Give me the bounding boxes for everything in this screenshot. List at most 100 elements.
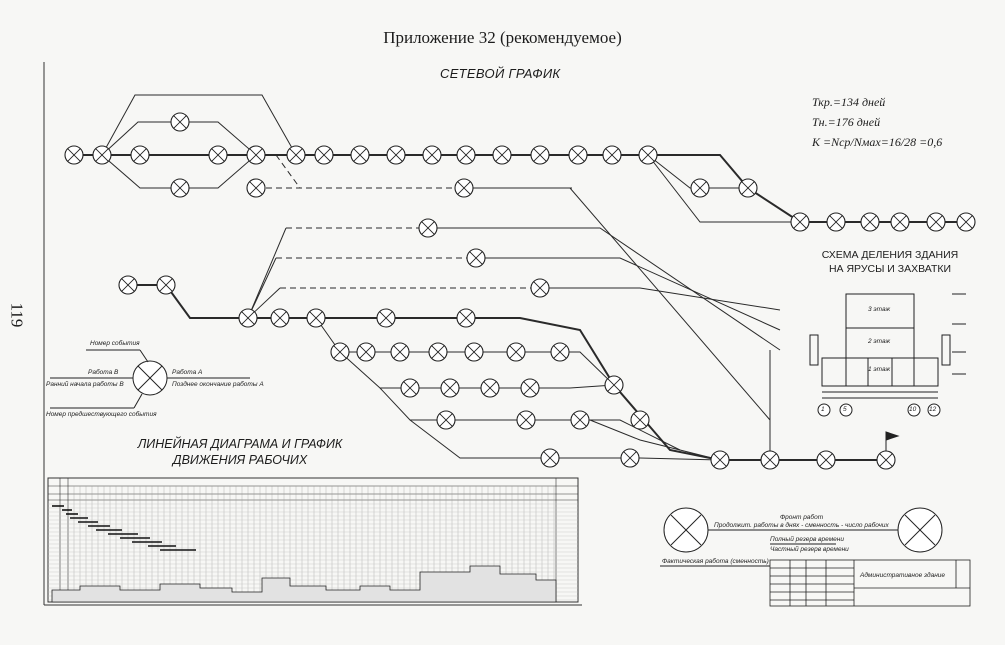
event-node bbox=[790, 212, 810, 232]
event-node bbox=[454, 178, 474, 198]
axis-label: 1 bbox=[821, 406, 825, 413]
event-node bbox=[306, 308, 326, 328]
event-node bbox=[520, 378, 540, 398]
event-node bbox=[738, 178, 758, 198]
event-node bbox=[428, 342, 448, 362]
drawing-frame bbox=[43, 62, 582, 606]
event-node bbox=[390, 342, 410, 362]
legend-event-number: Номер события bbox=[90, 340, 140, 347]
event-node bbox=[376, 308, 396, 328]
network-parameters: Ткр.=134 дней Тн.=176 дней К =Nср/Nмах=1… bbox=[812, 92, 942, 152]
event-node bbox=[516, 410, 536, 430]
event-node bbox=[64, 145, 84, 165]
legend-event-diagram bbox=[50, 349, 250, 409]
workers-histogram bbox=[51, 565, 557, 603]
linear-title-line1: ЛИНЕЙНАЯ ДИАГРАМА И ГРАФИК bbox=[137, 437, 343, 451]
linear-diagram-title: ЛИНЕЙНАЯ ДИАГРАМА И ГРАФИК ДВИЖЕНИЯ РАБО… bbox=[110, 436, 370, 468]
stamp-building: Административное здание bbox=[860, 572, 946, 579]
event-node bbox=[170, 112, 190, 132]
actual-work-label: Фактическая работа (сменность) bbox=[662, 558, 769, 565]
event-node bbox=[156, 275, 176, 295]
legend-work-a: Работа А bbox=[172, 369, 203, 376]
event-node bbox=[860, 212, 880, 232]
event-node bbox=[604, 375, 624, 395]
linear-bars bbox=[52, 505, 196, 551]
event-node bbox=[956, 212, 976, 232]
scheme-title-line1: СХЕМА ДЕЛЕНИЯ ЗДАНИЯ bbox=[821, 249, 959, 261]
event-node bbox=[246, 178, 266, 198]
finish-flag-icon bbox=[885, 431, 900, 451]
floor-2-label: 2 этаж bbox=[868, 338, 891, 345]
event-node bbox=[530, 145, 550, 165]
event-node bbox=[208, 145, 228, 165]
network-edges bbox=[74, 94, 966, 461]
network-title: СЕТЕВОЙ ГРАФИК bbox=[440, 66, 561, 81]
legend-duration: Продолжит. работы в днях - сменность - ч… bbox=[714, 522, 889, 529]
scheme-title-line2: НА ЯРУСЫ И ЗАХВАТКИ bbox=[828, 263, 952, 275]
legend-prev-event: Номер предшествующего события bbox=[46, 411, 157, 418]
event-node bbox=[436, 410, 456, 430]
event-node bbox=[638, 145, 658, 165]
event-node bbox=[530, 278, 550, 298]
event-node bbox=[816, 450, 836, 470]
event-node bbox=[890, 212, 910, 232]
axis-label: 5 bbox=[843, 406, 847, 413]
event-node bbox=[550, 342, 570, 362]
linear-title-line2: ДВИЖЕНИЯ РАБОЧИХ bbox=[172, 453, 308, 467]
event-node bbox=[440, 378, 460, 398]
event-node bbox=[130, 145, 150, 165]
param-k-ratio: К =Nср/Nмах=16/28 =0,6 bbox=[812, 135, 943, 149]
axis-label: 12 bbox=[929, 406, 937, 413]
event-node bbox=[92, 145, 112, 165]
event-node bbox=[630, 410, 650, 430]
event-node bbox=[506, 342, 526, 362]
event-node bbox=[456, 308, 476, 328]
event-node bbox=[246, 145, 266, 165]
event-node bbox=[876, 450, 896, 470]
event-node bbox=[350, 145, 370, 165]
event-node bbox=[602, 145, 622, 165]
building-scheme bbox=[809, 293, 966, 417]
page-number: 119 bbox=[7, 302, 27, 328]
event-node bbox=[466, 248, 486, 268]
event-node bbox=[422, 145, 442, 165]
legend-early-start: Ранний начала работы В bbox=[46, 381, 124, 388]
event-node bbox=[270, 308, 290, 328]
event-node bbox=[570, 410, 590, 430]
event-node bbox=[314, 145, 334, 165]
legend-work-b: Работа В bbox=[88, 369, 119, 376]
event-node bbox=[418, 218, 438, 238]
network-nodes bbox=[64, 112, 976, 470]
floor-3-label: 3 этаж bbox=[868, 306, 891, 313]
event-node bbox=[464, 342, 484, 362]
event-node bbox=[926, 212, 946, 232]
event-node bbox=[492, 145, 512, 165]
event-node bbox=[386, 145, 406, 165]
event-node bbox=[826, 212, 846, 232]
event-node bbox=[710, 450, 730, 470]
scheme-title: СХЕМА ДЕЛЕНИЯ ЗДАНИЯ НА ЯРУСЫ И ЗАХВАТКИ bbox=[790, 248, 990, 276]
event-node bbox=[356, 342, 376, 362]
legend-front: Фронт работ bbox=[780, 514, 824, 521]
event-node bbox=[330, 342, 350, 362]
event-node bbox=[480, 378, 500, 398]
event-node bbox=[620, 448, 640, 468]
title-block-stamp bbox=[769, 559, 971, 607]
event-node bbox=[170, 178, 190, 198]
event-node bbox=[286, 145, 306, 165]
event-node bbox=[760, 450, 780, 470]
legend-full-reserve: Полный резерв времени bbox=[770, 536, 844, 543]
legend-partial-reserve: Частный резерв времени bbox=[770, 546, 849, 553]
axis-label: 10 bbox=[909, 406, 917, 413]
appendix-title: Приложение 32 (рекомендуемое) bbox=[383, 28, 622, 47]
event-node bbox=[540, 448, 560, 468]
event-node bbox=[400, 378, 420, 398]
event-node bbox=[568, 145, 588, 165]
work-legend bbox=[660, 507, 943, 567]
event-node bbox=[118, 275, 138, 295]
param-t-normative: Тн.=176 дней bbox=[812, 115, 881, 129]
event-node bbox=[238, 308, 258, 328]
event-node bbox=[456, 145, 476, 165]
floor-1-label: 1 этаж bbox=[868, 366, 891, 373]
